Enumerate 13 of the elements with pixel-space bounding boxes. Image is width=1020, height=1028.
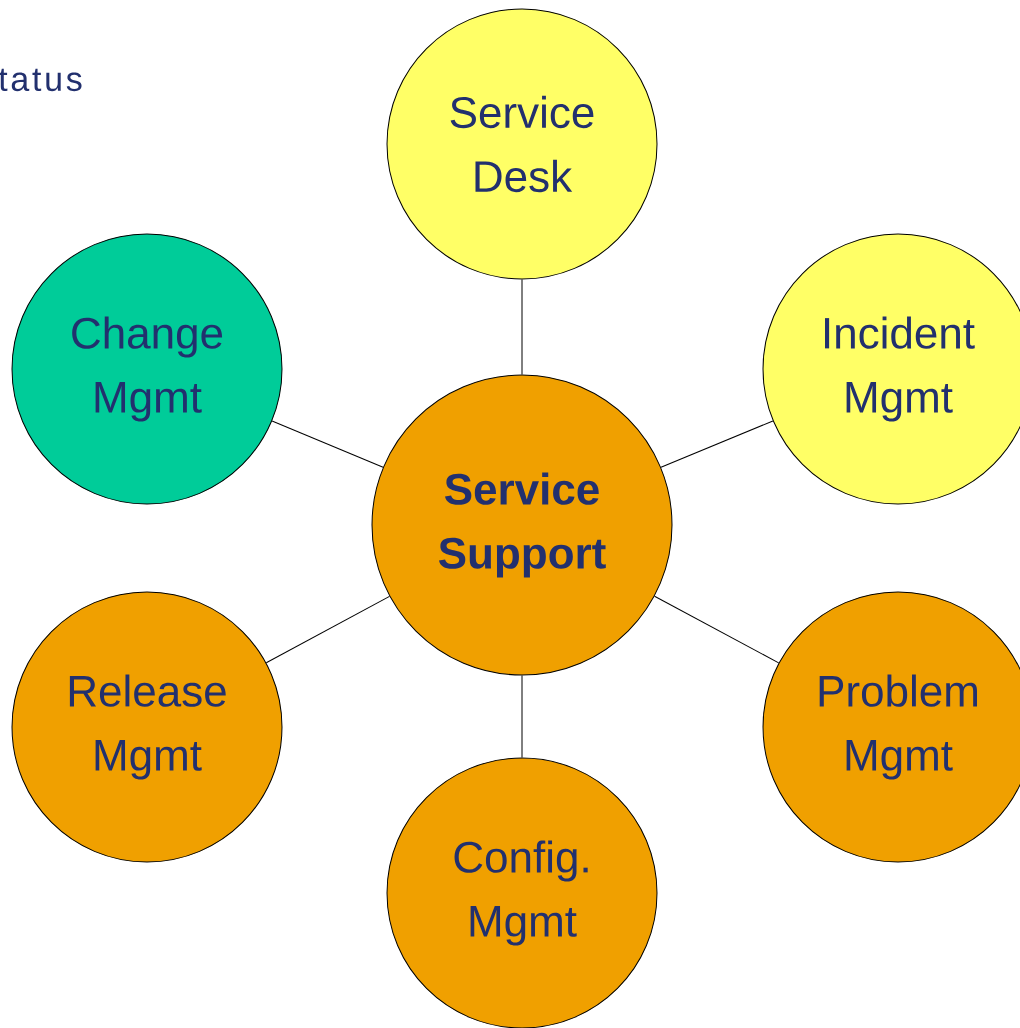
circle-node: Incident Mgmt: [762, 233, 1020, 505]
connector-line: [660, 420, 774, 468]
circle-node: Change Mgmt: [11, 233, 283, 505]
connector-line: [654, 595, 780, 664]
connector-line: [265, 595, 390, 664]
circle-node: Config. Mgmt: [386, 757, 658, 1028]
connector-line: [271, 420, 384, 468]
circle-node: Problem Mgmt: [762, 591, 1020, 863]
circle-node: Service Desk: [386, 8, 658, 280]
circle-node: Service Support: [371, 374, 673, 676]
connector-line: [521, 675, 523, 758]
circle-node: Release Mgmt: [11, 591, 283, 863]
connector-line: [521, 279, 523, 375]
